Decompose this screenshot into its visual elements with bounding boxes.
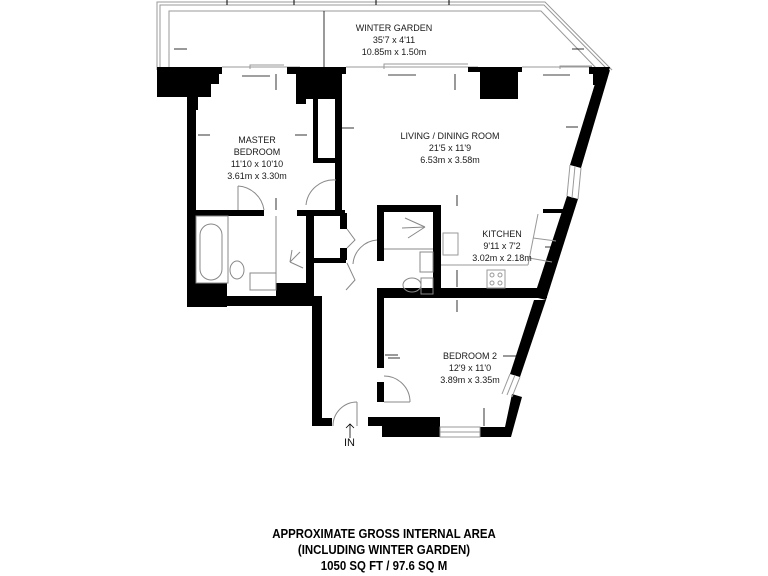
room-label-master-bedroom: MASTER BEDROOM 11'10 x 10'10 3.61m x 3.3… <box>212 134 302 182</box>
winter-garden-ticks <box>226 0 450 5</box>
room-label-winter-garden: WINTER GARDEN 35'7 x 4'11 10.85m x 1.50m <box>334 22 454 58</box>
room-imperial: 9'11 x 7'2 <box>483 241 521 251</box>
room-name: MASTER <box>238 135 276 145</box>
room-name: BEDROOM 2 <box>442 351 497 361</box>
room-imperial: 21'5 x 11'9 <box>428 143 472 153</box>
area-line-2: (INCLUDING WINTER GARDEN) <box>297 542 471 557</box>
room-name: LIVING / DINING ROOM <box>400 131 500 141</box>
room-name: KITCHEN <box>482 229 522 239</box>
room-imperial: 12'9 x 11'0 <box>448 363 492 373</box>
windows <box>439 164 582 438</box>
entry-label: IN <box>344 437 355 449</box>
dimension-arrows <box>174 11 584 438</box>
walls <box>157 67 610 437</box>
kitchen-fixtures <box>441 213 557 289</box>
room-name: WINTER GARDEN <box>355 23 433 33</box>
room-metric: 3.89m x 3.35m <box>440 375 500 385</box>
winter-garden-frame <box>156 1 613 71</box>
gross-internal-area: APPROXIMATE GROSS INTERNAL AREA (INCLUDI… <box>46 526 722 574</box>
doors <box>237 179 411 427</box>
area-line-3: 1050 SQ FT / 97.6 SQ M <box>320 558 448 573</box>
room-label-living-dining: LIVING / DINING ROOM 21'5 x 11'9 6.53m x… <box>380 130 520 166</box>
room-metric: 3.61m x 3.30m <box>227 171 287 181</box>
room-label-bedroom-2: BEDROOM 2 12'9 x 11'0 3.89m x 3.35m <box>420 350 520 386</box>
area-line-1: APPROXIMATE GROSS INTERNAL AREA <box>272 526 496 541</box>
room-imperial: 11'10 x 10'10 <box>230 159 284 169</box>
room-imperial: 35'7 x 4'11 <box>372 35 416 45</box>
sliding-doors <box>222 63 592 69</box>
bathroom-fixtures <box>195 215 304 291</box>
room-metric: 3.02m x 2.18m <box>472 253 532 263</box>
room-label-kitchen: KITCHEN 9'11 x 7'2 3.02m x 2.18m <box>462 228 542 264</box>
room-metric: 6.53m x 3.58m <box>420 155 480 165</box>
room-metric: 10.85m x 1.50m <box>361 47 427 57</box>
shower-room-fixtures <box>384 217 434 295</box>
room-name: BEDROOM <box>233 147 281 157</box>
